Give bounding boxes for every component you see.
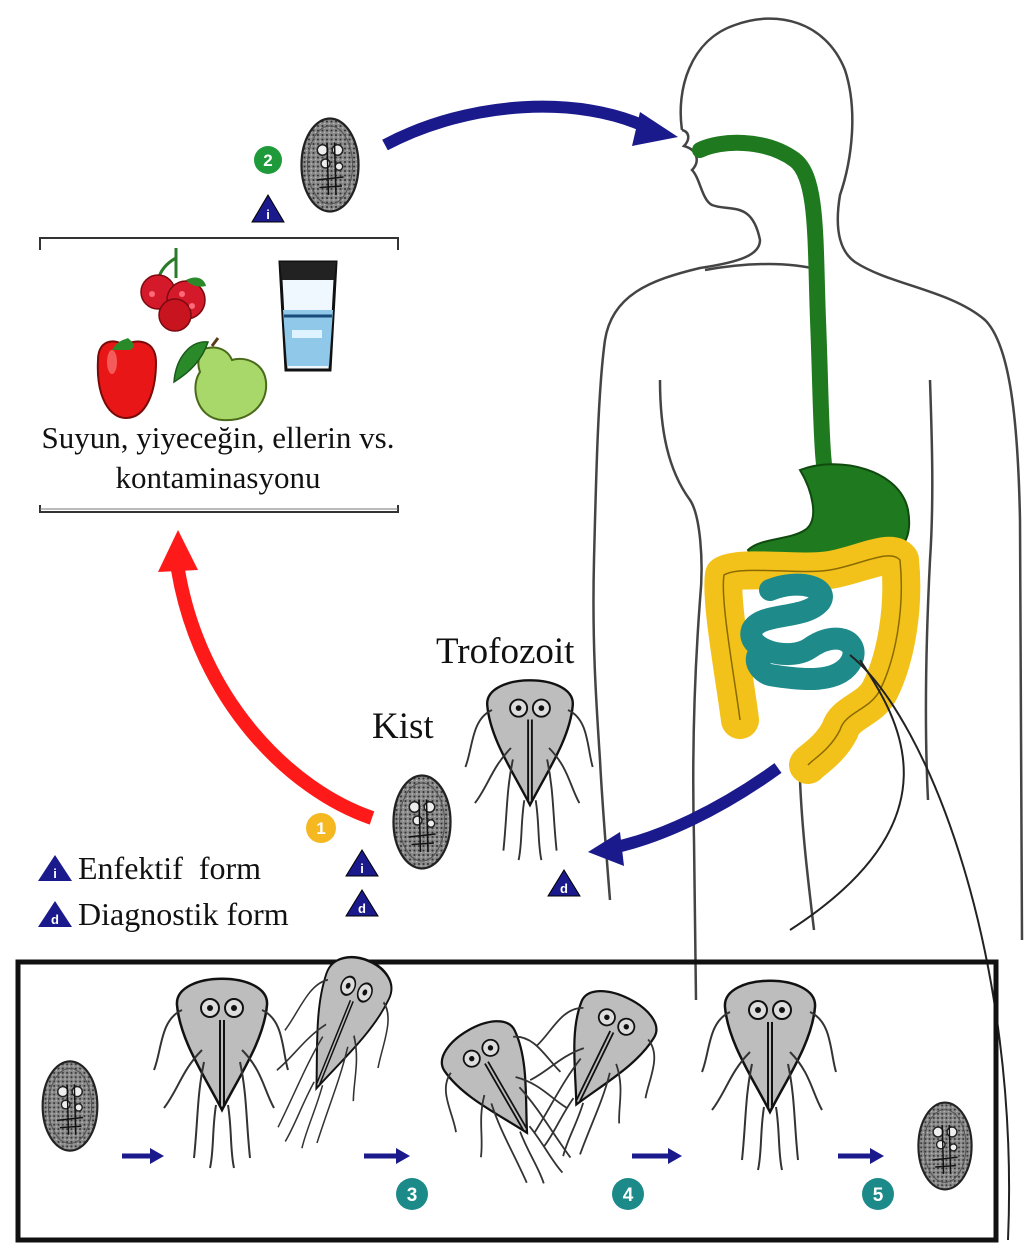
svg-text:d: d <box>51 912 59 927</box>
trophozoite-excreted <box>465 680 592 860</box>
contamination-arrow <box>178 570 372 818</box>
esophagus <box>700 143 832 505</box>
ingestion-arrow <box>385 107 648 145</box>
caption-line-1: Suyun, yiyeceğin, ellerin vs. <box>6 418 430 458</box>
diagnostic-triangle-icon: d <box>36 899 74 929</box>
cyst-label: Kist <box>372 705 434 748</box>
apple-icon <box>98 338 156 418</box>
step-2-number: 2 <box>263 151 272 170</box>
diagnostic-badge-cyst-letter: d <box>358 901 366 916</box>
box-troph-excystation <box>154 979 288 1168</box>
legend-infective: i Enfektif form <box>36 845 289 891</box>
box-arrows <box>122 1148 884 1164</box>
step-5-number: 5 <box>873 1185 884 1206</box>
box-troph-side <box>246 942 414 1164</box>
small-intestine <box>751 585 853 679</box>
cyst-excreted <box>394 776 451 869</box>
box-cyst-right <box>918 1103 971 1190</box>
digestive-tract <box>700 143 909 765</box>
infective-triangle-icon: i <box>36 853 74 883</box>
legend: i Enfektif form d Diagnostik form <box>36 845 289 937</box>
box-troph-right <box>702 981 836 1170</box>
water-glass-icon <box>280 262 336 370</box>
diagnostic-badge-troph-letter: d <box>560 881 568 896</box>
legend-diagnostic-label: Diagnostik form <box>78 891 289 937</box>
step-1-number: 1 <box>316 819 325 838</box>
svg-text:i: i <box>53 866 57 881</box>
pear-icon <box>174 338 266 420</box>
raspberries-icon <box>141 248 206 331</box>
infective-badge-top-letter: i <box>266 207 270 222</box>
trophozoite-label: Trofozoit <box>436 630 574 673</box>
box-cyst-left <box>43 1061 98 1150</box>
legend-infective-label: Enfektif form <box>78 845 261 891</box>
caption-line-2: kontaminasyonu <box>6 458 430 498</box>
cyst-ingested <box>302 119 359 212</box>
infective-badge-cyst-letter: i <box>360 861 364 876</box>
legend-diagnostic: d Diagnostik form <box>36 891 289 937</box>
step-3-number: 3 <box>407 1185 418 1206</box>
contamination-caption: Suyun, yiyeceğin, ellerin vs. kontaminas… <box>6 418 430 498</box>
step-4-number: 4 <box>623 1185 634 1206</box>
